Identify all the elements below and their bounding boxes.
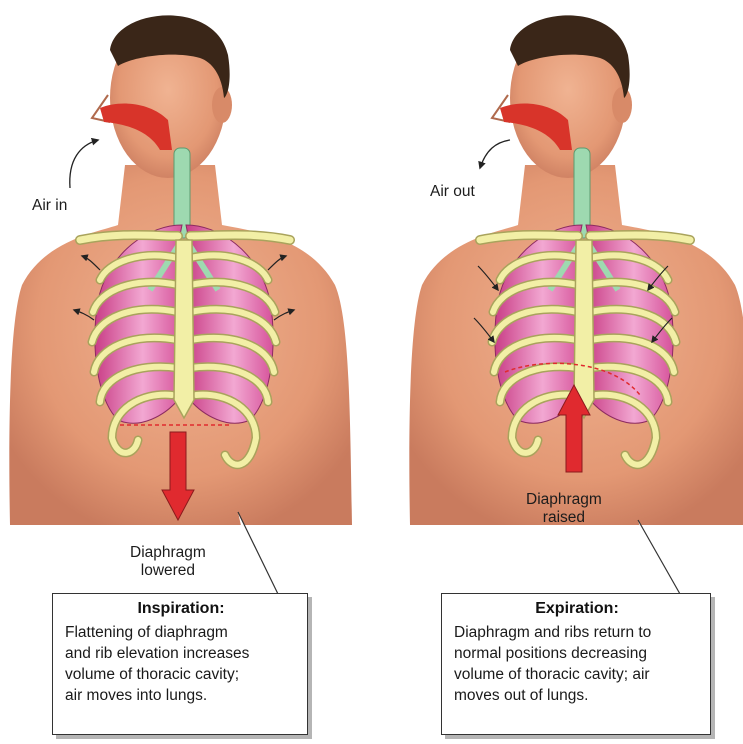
expiration-title: Expiration: xyxy=(454,600,700,618)
caption-line: air moves into lungs. xyxy=(65,685,297,706)
diaphragm-word: Diaphragm xyxy=(130,544,206,561)
air-in-label: Air in xyxy=(32,197,67,215)
diaphragm-raised-label: Diaphragm raised xyxy=(526,491,602,527)
inspiration-caption-box: Inspiration: Flattening of diaphragm and… xyxy=(52,593,308,735)
caption-line: normal positions decreasing xyxy=(454,643,700,664)
caption-line: Diaphragm and ribs return to xyxy=(454,622,700,643)
caption-line: volume of thoracic cavity; air xyxy=(454,664,700,685)
air-in-arrow xyxy=(70,140,98,188)
lowered-word: lowered xyxy=(141,562,195,579)
diaphragm-lowered-label: Diaphragm lowered xyxy=(130,544,206,580)
inspiration-figure xyxy=(9,15,352,594)
inspiration-title: Inspiration: xyxy=(65,600,297,618)
caption-line: and rib elevation increases xyxy=(65,643,297,664)
expiration-pointer xyxy=(638,520,680,594)
air-out-label: Air out xyxy=(430,183,475,201)
caption-line: volume of thoracic cavity; xyxy=(65,664,297,685)
diaphragm-word: Diaphragm xyxy=(526,491,602,508)
air-out-arrow xyxy=(480,140,510,168)
caption-line: moves out of lungs. xyxy=(454,685,700,706)
inspiration-description: Flattening of diaphragm and rib elevatio… xyxy=(65,622,297,706)
caption-line: Flattening of diaphragm xyxy=(65,622,297,643)
expiration-caption-box: Expiration: Diaphragm and ribs return to… xyxy=(441,593,711,735)
expiration-description: Diaphragm and ribs return to normal posi… xyxy=(454,622,700,706)
raised-word: raised xyxy=(543,509,585,526)
